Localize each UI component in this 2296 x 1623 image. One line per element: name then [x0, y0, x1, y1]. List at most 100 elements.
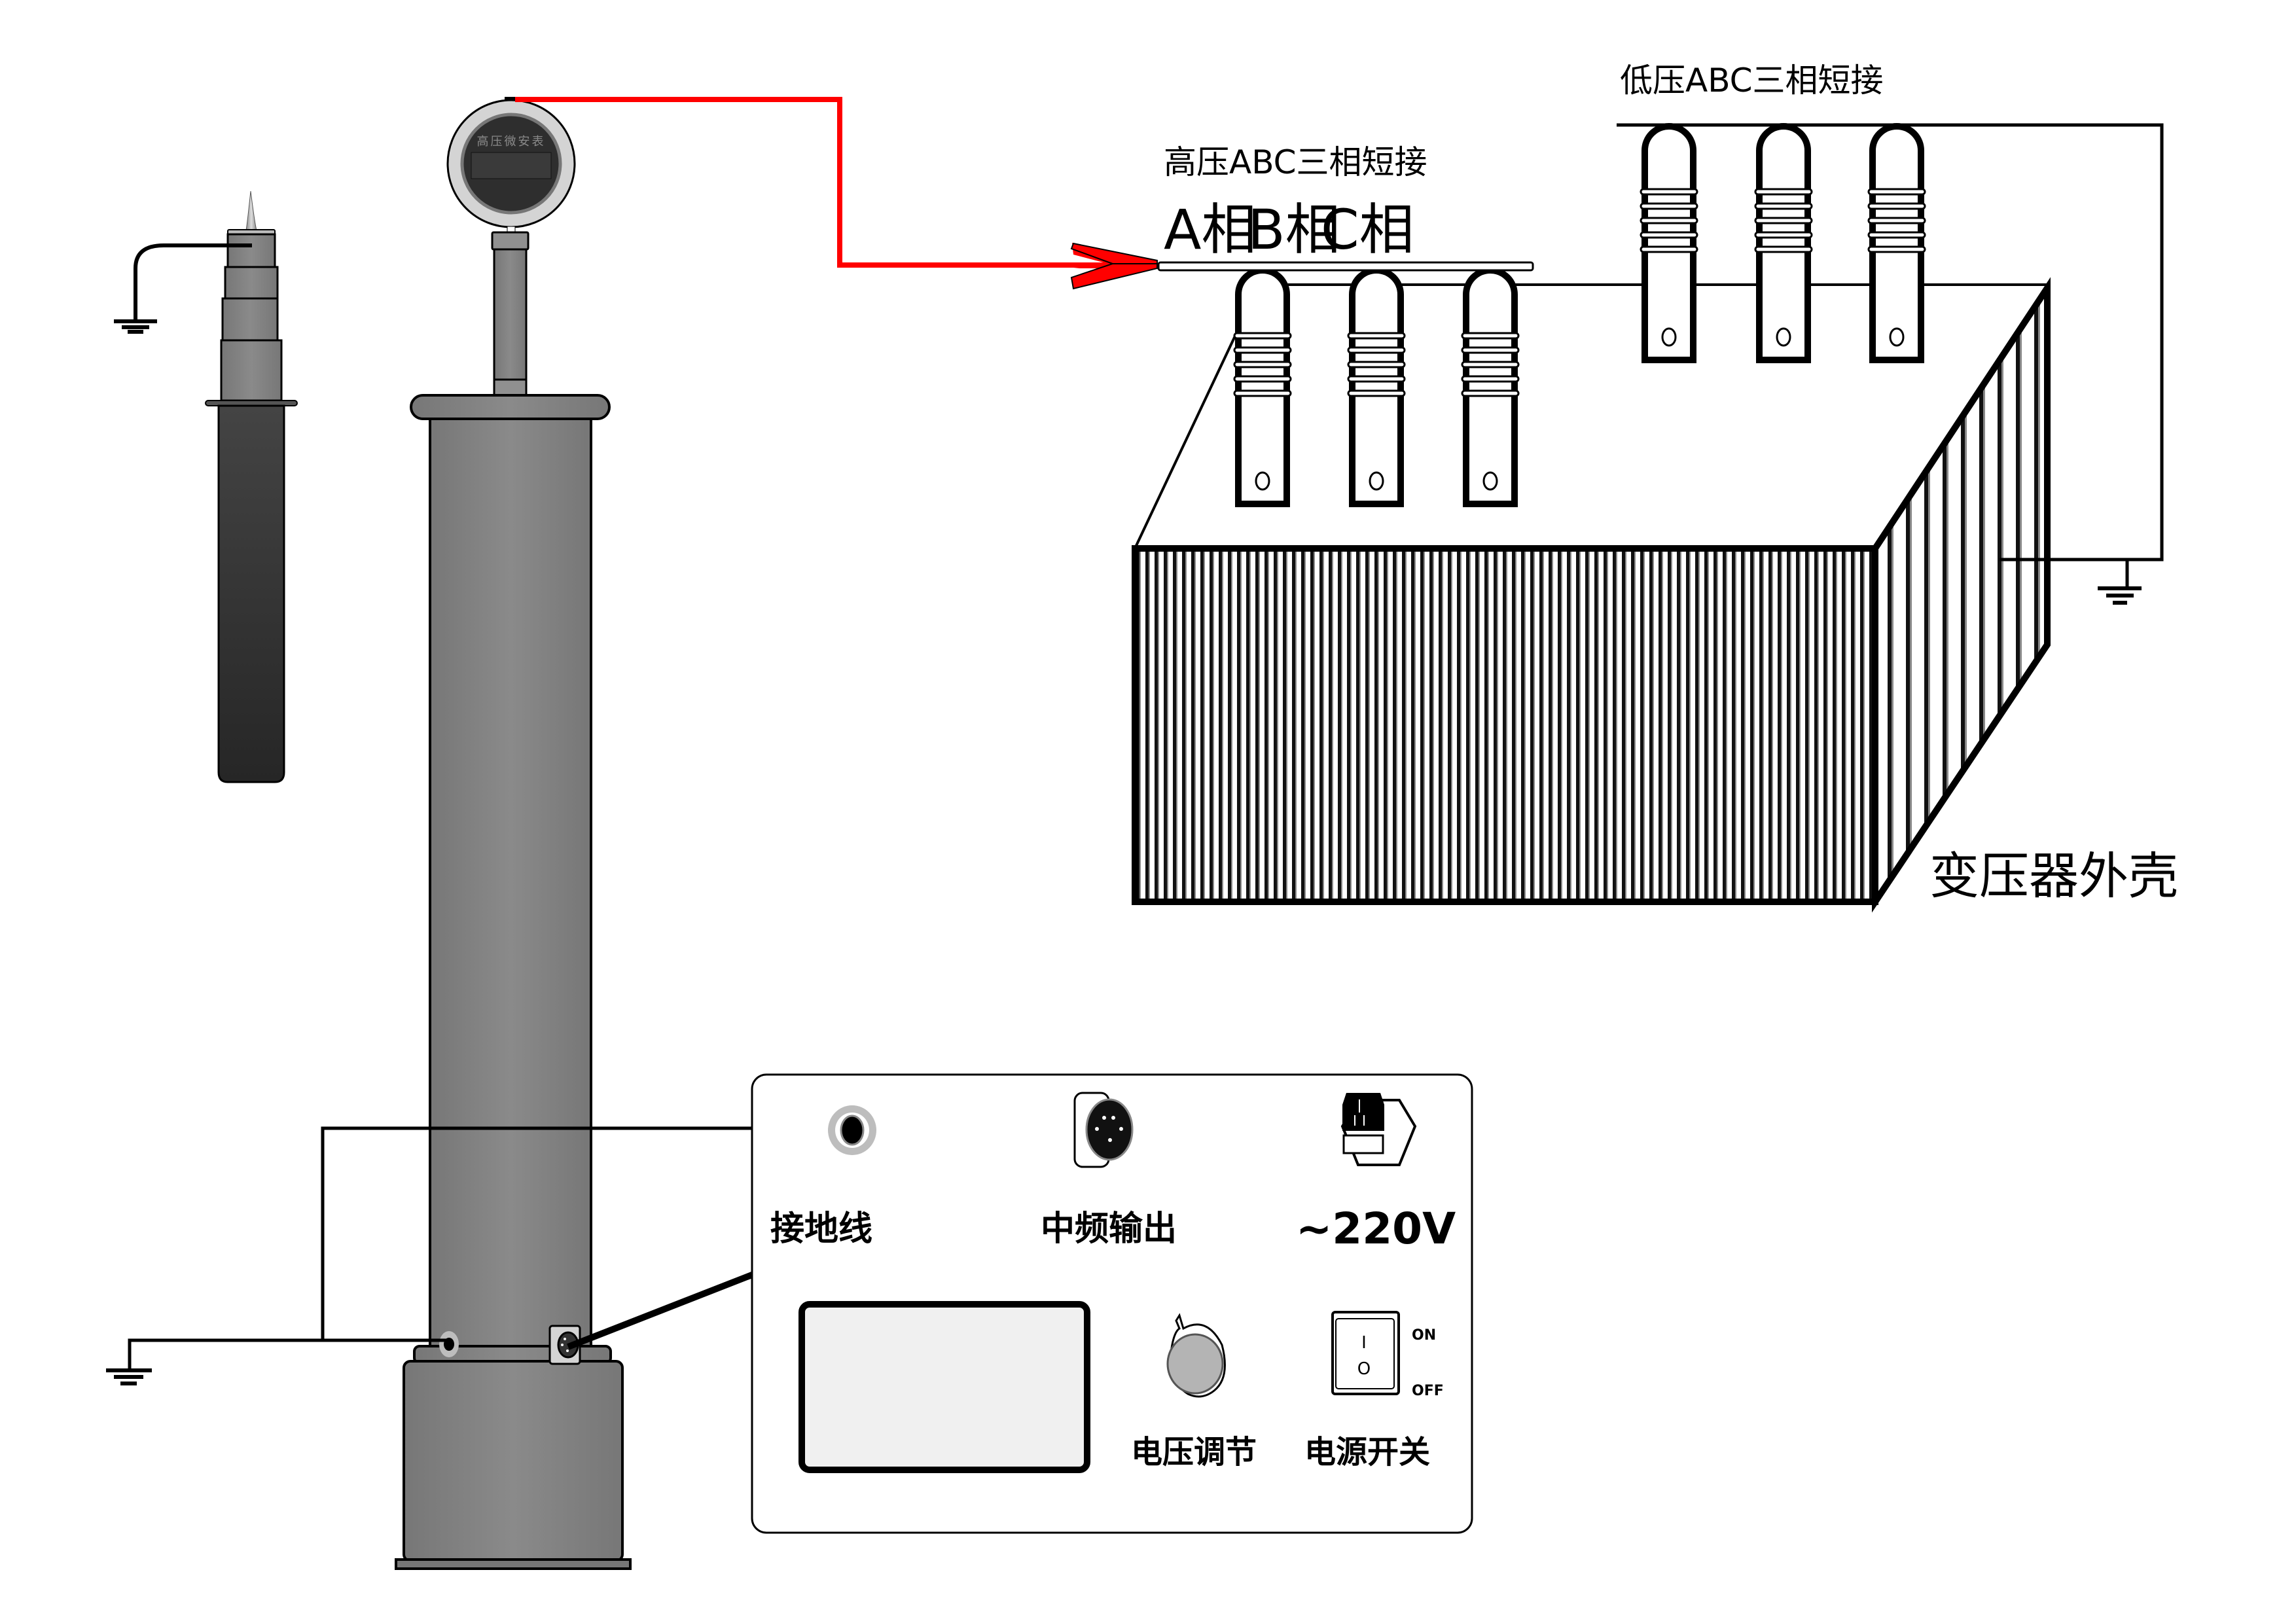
ground-terminal-label: 接地线 [770, 1209, 872, 1249]
power-switch[interactable]: I O [1331, 1311, 1400, 1395]
lv-short-label: 低压ABC三相短接 [1620, 62, 1884, 99]
bushing-shed [1867, 202, 1926, 210]
switch-on-glyph: I [1361, 1333, 1367, 1353]
bushing-body [1463, 267, 1518, 507]
discharge-rod [114, 190, 298, 783]
bushing-terminal-hole [1889, 327, 1905, 347]
rod-tip [245, 190, 257, 231]
lv-bushing-c[interactable] [1867, 123, 1926, 363]
meter-label: 高压微安表 [477, 135, 546, 149]
bushing-shed [1461, 332, 1520, 340]
bushing-body [1349, 267, 1404, 507]
bushing-shed [1347, 375, 1406, 383]
microammeter: 高压微安表 [446, 97, 576, 228]
phase-a-label: A相 [1164, 198, 1256, 262]
bushing-shed [1233, 361, 1292, 368]
mf-output-label: 中频输出 [1041, 1209, 1177, 1249]
lv-bushing-a[interactable] [1640, 123, 1698, 363]
power-input-label: ~220V [1296, 1204, 1456, 1254]
bushing-shed [1640, 245, 1698, 253]
bushing-shed [1233, 389, 1292, 397]
power-inlet-socket[interactable] [1340, 1093, 1417, 1166]
bushing-terminal-hole [1776, 327, 1791, 347]
ground-symbol-icon [106, 1368, 152, 1385]
ground-symbol-icon [114, 319, 157, 334]
ground-wire-panel [321, 1126, 852, 1340]
bushing-body [1641, 123, 1696, 363]
bushing-shed [1867, 217, 1926, 224]
mf-output-socket[interactable] [1073, 1092, 1134, 1168]
control-box: 接地线 中频输出 ~220V 电压调节 [751, 1073, 1473, 1534]
base-foot [395, 1558, 632, 1570]
rod-section-1 [226, 233, 276, 270]
bushing-shed [1754, 202, 1813, 210]
lv-shorting-wire [1617, 123, 2164, 562]
bushing-shed [1461, 346, 1520, 354]
mast [493, 248, 528, 382]
display-window [798, 1301, 1090, 1473]
column-flange [410, 394, 611, 420]
rod-handle [217, 404, 285, 783]
bushing-shed [1754, 188, 1813, 196]
transformer: 变压器外壳 高压ABC三相短接 A相 B相 C相 低压ABC三相短接 [1132, 62, 2178, 913]
lv-bushing-b[interactable] [1754, 123, 1813, 363]
fuse-holder[interactable] [1342, 1134, 1384, 1154]
bushing-terminal-hole [1482, 471, 1498, 491]
bushing-shed [1867, 188, 1926, 196]
bushing-shed [1640, 231, 1698, 239]
bushing-shed [1461, 375, 1520, 383]
mast-collar-bottom [493, 378, 528, 397]
switch-on-label: ON [1412, 1327, 1436, 1344]
rod-section-3 [221, 297, 279, 342]
ground-terminal-jack[interactable] [828, 1105, 876, 1155]
rod-section-2 [224, 266, 279, 301]
hv-generator: 高压微安表 [395, 97, 632, 1570]
alligator-clip-icon[interactable] [1070, 242, 1158, 290]
transformer-front [1132, 545, 1878, 905]
bushing-body [1756, 123, 1811, 363]
mast-collar-top [491, 231, 529, 251]
bushing-shed [1754, 217, 1813, 224]
bushing-shed [1347, 361, 1406, 368]
bushing-shed [1461, 361, 1520, 368]
power-switch-label: 电源开关 [1304, 1434, 1430, 1471]
hv-lead-wire [515, 97, 1113, 268]
bushing-shed [1754, 245, 1813, 253]
hv-bushing-b[interactable] [1347, 267, 1406, 507]
bushing-terminal-hole [1369, 471, 1384, 491]
bushing-shed [1233, 332, 1292, 340]
voltage-adjust-knob[interactable] [1166, 1313, 1226, 1398]
bushing-shed [1867, 245, 1926, 253]
switch-off-label: OFF [1412, 1383, 1444, 1399]
bushing-shed [1640, 217, 1698, 224]
hv-bushing-a[interactable] [1233, 267, 1292, 507]
ground-symbol-icon [2098, 586, 2142, 605]
bushing-shed [1640, 202, 1698, 210]
bushing-shed [1233, 346, 1292, 354]
meter-display [471, 152, 552, 179]
base-body [403, 1360, 624, 1562]
hv-short-label: 高压ABC三相短接 [1164, 143, 1427, 181]
bushing-shed [1347, 389, 1406, 397]
switch-off-glyph: O [1357, 1359, 1371, 1379]
bushing-shed [1754, 231, 1813, 239]
phase-b-label: B相 [1247, 198, 1340, 262]
hv-bushing-c[interactable] [1461, 267, 1520, 507]
bushing-shed [1461, 389, 1520, 397]
column-body [429, 418, 592, 1348]
bushing-body [1869, 123, 1924, 363]
rod-section-4 [220, 339, 283, 402]
bushing-shed [1347, 346, 1406, 354]
ground-wiring [128, 1126, 852, 1370]
hv-shorting-bar [1157, 261, 1534, 272]
voltage-adjust-label: 电压调节 [1131, 1434, 1257, 1471]
phase-c-label: C相 [1321, 198, 1414, 262]
bushing-shed [1233, 375, 1292, 383]
bushing-terminal-hole [1255, 471, 1270, 491]
bushing-terminal-hole [1661, 327, 1677, 347]
transformer-case-label: 变压器外壳 [1929, 847, 2178, 905]
bushing-body [1235, 267, 1290, 507]
ground-wire-generator [128, 1338, 449, 1370]
bushing-shed [1347, 332, 1406, 340]
